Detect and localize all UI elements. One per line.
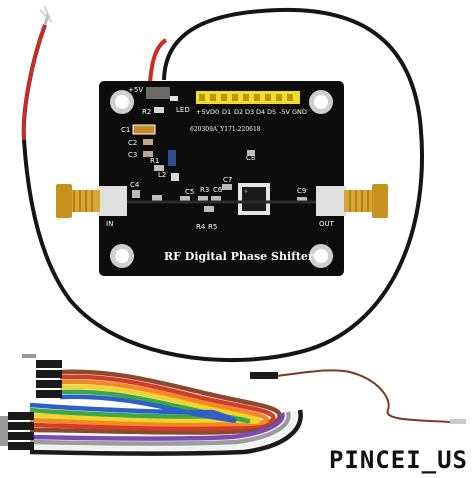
ref-c2: C2	[128, 139, 137, 147]
pin-label: D0	[210, 108, 219, 116]
pcb-board: +5V D0 D1 D2 D3 D4 D5 -5V GND +5V LED R2…	[96, 81, 346, 276]
ref-r3: R3	[200, 186, 209, 194]
power-label: +5V	[128, 86, 143, 94]
led-icon	[170, 96, 178, 101]
led-label: LED	[176, 106, 190, 114]
ref-l2: L2	[158, 171, 166, 179]
phase-shifter-ic	[238, 183, 270, 215]
ref-c3: C3	[128, 151, 137, 159]
dupont-connectors	[0, 354, 62, 450]
ref-c9: C9	[297, 187, 306, 195]
ref-r2: R2	[142, 108, 151, 116]
mounting-hole-icon	[110, 90, 333, 268]
rainbow-ribbon-cable	[29, 369, 303, 456]
ref-c8: C8	[246, 154, 255, 162]
sma-in-connector	[56, 184, 127, 218]
board-title: RF Digital Phase Shifter	[164, 250, 314, 263]
ref-c5: C5	[185, 188, 194, 196]
pin-labels: +5V D0 D1 D2 D3 D4 D5 -5V GND	[196, 108, 307, 116]
pin-label: D1	[222, 108, 231, 116]
pin-label: D2	[234, 108, 243, 116]
watermark: PINCEI_US	[328, 446, 468, 474]
pin-label: D3	[245, 108, 254, 116]
pin-label: D5	[267, 108, 276, 116]
ref-c7: C7	[223, 176, 232, 184]
ref-r4: R4	[196, 223, 206, 231]
port-in-label: IN	[106, 220, 113, 228]
pin-label: D4	[256, 108, 265, 116]
ref-r1: R1	[150, 157, 159, 165]
sma-out-connector	[316, 184, 388, 218]
ref-c1: C1	[121, 126, 130, 134]
power-pad	[146, 87, 170, 99]
component-icon	[168, 150, 176, 166]
board-serial: 620309A_Y171-220618	[190, 126, 261, 133]
jumper-wire	[250, 369, 466, 424]
pin-header	[196, 91, 300, 104]
pin-label: GND	[292, 108, 307, 116]
pin-label: +5V	[196, 108, 211, 116]
ref-c4: C4	[130, 181, 140, 189]
coax-cable	[21, 5, 425, 363]
ref-r5: R5	[208, 223, 217, 231]
port-out-label: OUT	[319, 220, 335, 228]
pin-label: -5V	[279, 108, 290, 116]
ref-c6: C6	[213, 186, 223, 194]
